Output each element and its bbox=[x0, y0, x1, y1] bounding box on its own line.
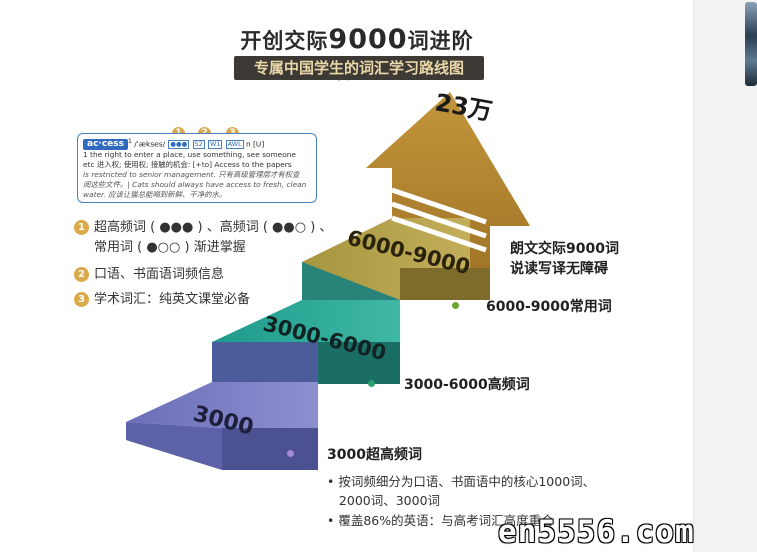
step-1-top bbox=[126, 382, 318, 428]
bullet-2: • 覆盖86%的英语：与高考词汇高度重合 bbox=[327, 513, 554, 528]
top-label-line2: 说读写译无障碍 bbox=[510, 261, 608, 277]
page-subtitle: 专属中国学生的词汇学习路线图 bbox=[234, 56, 484, 80]
feature-1-cont: 常用词 ( ●○○ ) 渐进掌握 bbox=[94, 240, 246, 255]
dict-headword: ac·cess bbox=[83, 139, 128, 151]
arrow-stripes bbox=[391, 187, 487, 253]
step-2-top bbox=[212, 300, 400, 342]
step-1-front bbox=[222, 428, 318, 470]
level-2-dot bbox=[368, 380, 375, 387]
spoken-tag: S2 bbox=[192, 140, 205, 150]
site-watermark: en5556.com bbox=[498, 514, 695, 550]
level-2-label: 3000-6000高频词 bbox=[404, 377, 530, 393]
page-title: 开创交际9000词进阶体系 bbox=[240, 24, 474, 83]
level-1-dot bbox=[287, 450, 294, 457]
growth-arrow bbox=[366, 92, 530, 268]
bullet-1: • 按词频细分为口语、书面语中的核心1000词、 bbox=[327, 474, 596, 489]
level-1-label: 3000超高频词 bbox=[327, 447, 422, 463]
right-panel bbox=[693, 0, 757, 552]
step-3-top bbox=[302, 218, 490, 300]
academic-tag: AWL bbox=[225, 140, 244, 150]
step-2-front bbox=[318, 342, 400, 384]
step-2-riser bbox=[212, 342, 318, 382]
level-3-label: 6000-9000常用词 bbox=[486, 299, 612, 315]
step-1-side bbox=[126, 422, 222, 470]
level-3-dot bbox=[452, 302, 459, 309]
top-label-line1: 朗文交际9000词 bbox=[510, 241, 619, 257]
bullet-1-cont: 2000词、3000词 bbox=[327, 493, 441, 508]
step-3-front bbox=[400, 268, 490, 300]
written-tag: W1 bbox=[208, 140, 223, 150]
frequency-tag: ●●● bbox=[168, 140, 190, 150]
thumbnail-image[interactable] bbox=[745, 2, 757, 86]
